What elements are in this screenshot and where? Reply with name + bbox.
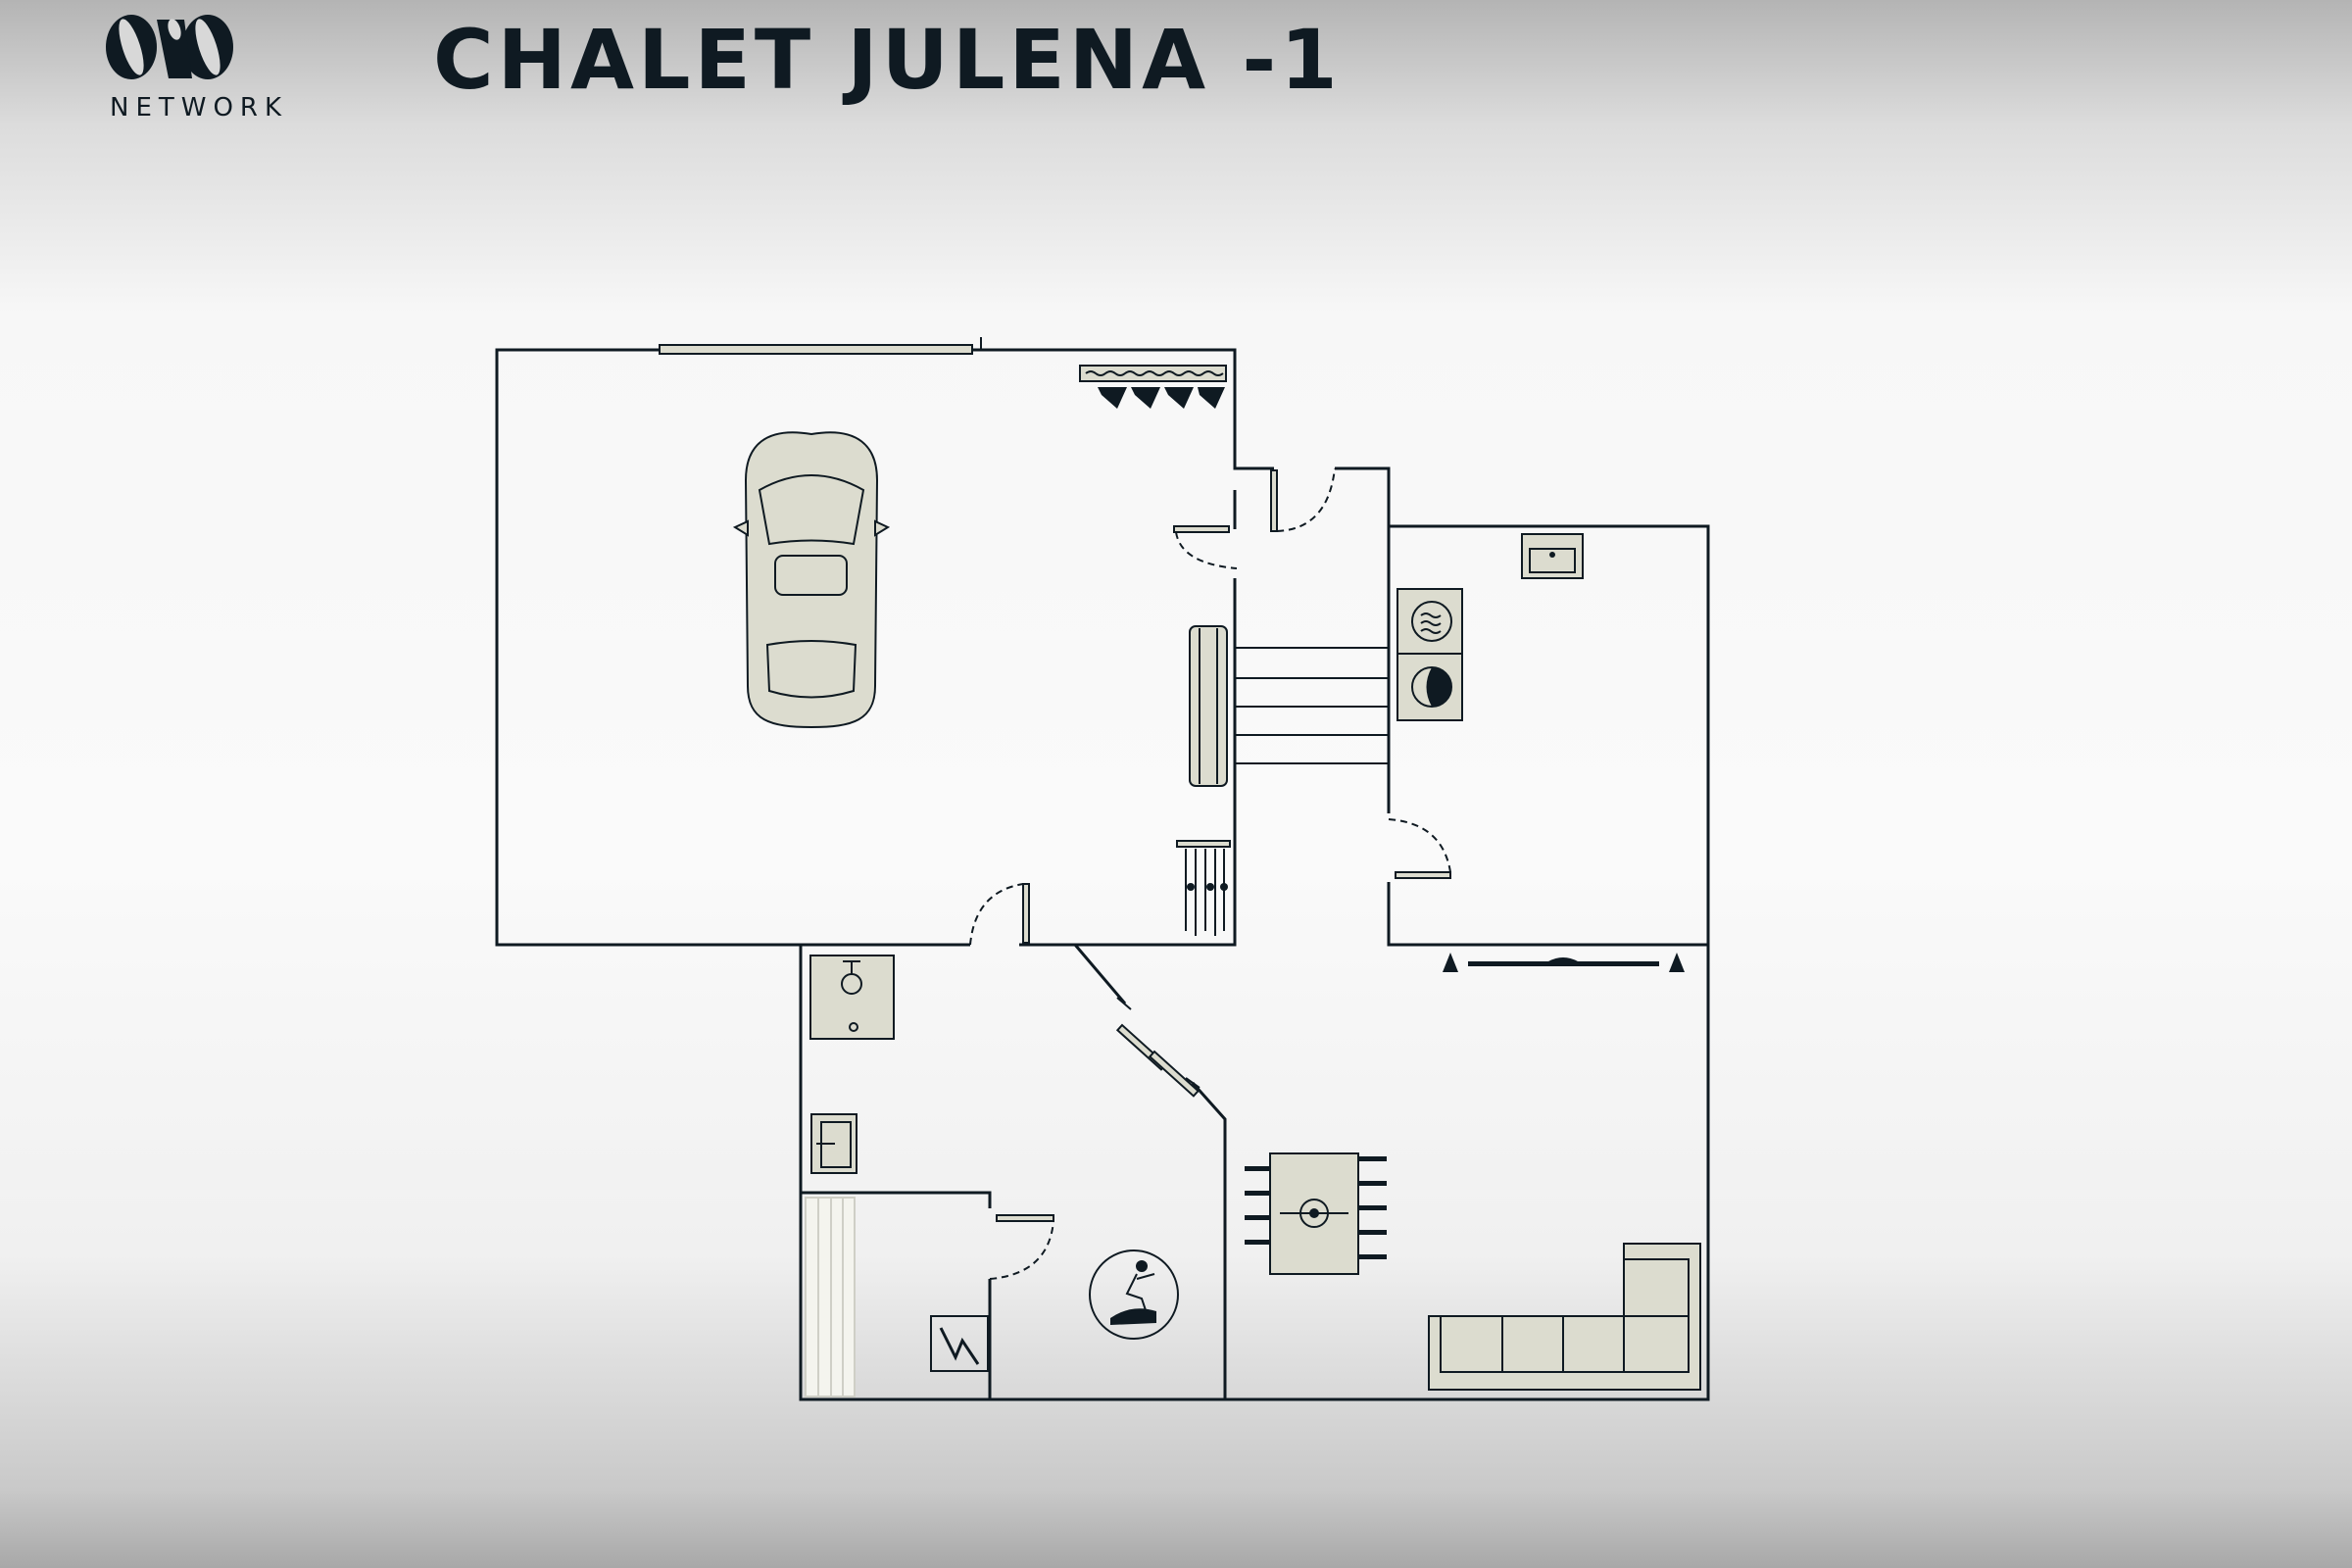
shower-icon	[805, 1197, 856, 1397]
boot-rack-icon	[1079, 365, 1227, 409]
garage-door	[659, 344, 973, 355]
page-title: CHALET JULENA -1	[433, 12, 1342, 108]
dryer-icon	[1396, 588, 1463, 655]
ski-rack-icon	[1176, 840, 1231, 936]
bench-icon	[1189, 625, 1228, 787]
walls	[495, 337, 1710, 1401]
sink-icon	[1521, 533, 1584, 579]
washing-machine-icon	[1396, 653, 1463, 721]
door-laundry	[1395, 871, 1451, 879]
tv-icon	[1468, 957, 1659, 966]
door-garage-corridor	[1173, 525, 1230, 533]
electric-panel-icon	[930, 1315, 989, 1372]
door-garage-lower	[1022, 883, 1030, 944]
logo: NETWORK	[106, 15, 288, 122]
exercise-bike-icon	[1089, 1250, 1179, 1340]
doors	[969, 467, 1451, 1280]
sofa-icon	[1428, 1243, 1701, 1391]
speaker-left-icon	[1443, 953, 1458, 972]
car-icon	[732, 431, 891, 729]
toilet-icon	[809, 955, 895, 1040]
door-small-room	[996, 1214, 1054, 1222]
stairs	[1235, 647, 1389, 764]
sliding-door-diagonal	[1115, 1023, 1200, 1098]
door-corridor-top	[1270, 469, 1278, 532]
logo-text: NETWORK	[110, 93, 288, 122]
foosball-table-icon	[1245, 1152, 1387, 1275]
washbasin-icon	[810, 1113, 858, 1174]
speaker-right-icon	[1669, 953, 1685, 972]
logo-mark	[106, 15, 233, 79]
